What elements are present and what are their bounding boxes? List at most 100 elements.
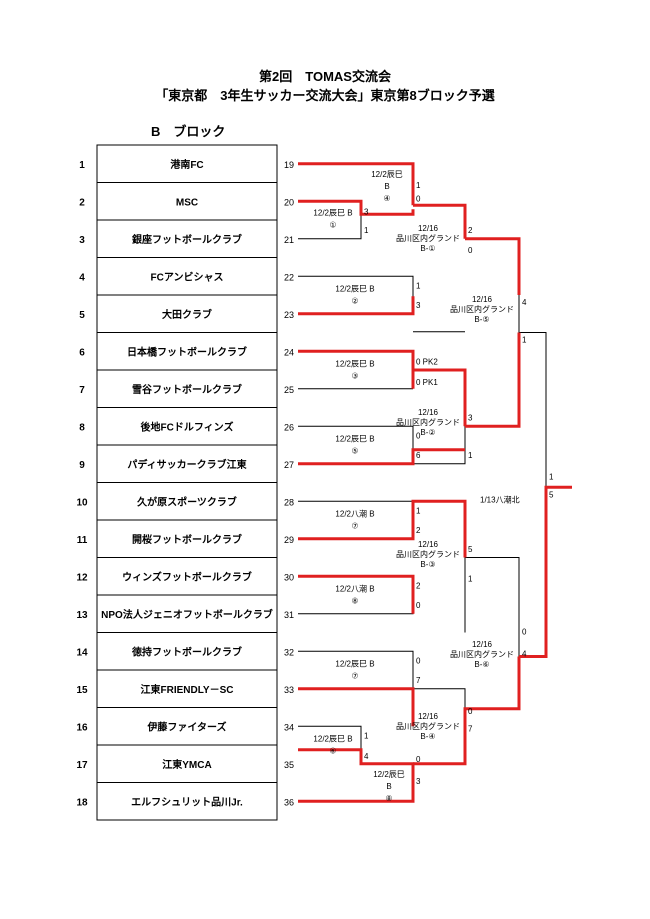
qf-4-code: B-④: [420, 732, 435, 741]
match-8b-court: B: [386, 782, 391, 791]
team-name: 大田クラブ: [162, 308, 212, 321]
qf-4-venue: 品川区内グランド: [396, 721, 460, 731]
bracket-line: [298, 725, 362, 764]
sf-2-code: B-⑥: [474, 660, 489, 669]
team-seed: 1: [79, 160, 85, 171]
qf-3-code: B-③: [420, 560, 435, 569]
match-4-number: ④: [383, 194, 390, 203]
match-3-number: ③: [351, 371, 358, 380]
bracket-line: [519, 332, 547, 614]
bracket-line: [298, 500, 414, 539]
sf-1-code: B-⑤: [474, 315, 489, 324]
winner-line: [413, 656, 521, 766]
bracket-line: [298, 650, 414, 689]
team-name: エルフシュリット品川Jr.: [131, 796, 243, 808]
score: 4: [522, 298, 527, 307]
team-name: 後地FCドルフィンズ: [141, 420, 234, 433]
winner-line: [465, 237, 521, 295]
line-number: 24: [284, 347, 294, 357]
qf-2-code: B-②: [420, 428, 435, 437]
sf-2-date: 12/16: [472, 640, 493, 649]
sf-2-venue: 品川区内グランド: [450, 649, 514, 659]
line-number: 28: [284, 497, 294, 507]
qf-4-date: 12/16: [418, 712, 439, 721]
qf-2-venue: 品川区内グランド: [396, 417, 460, 427]
score: 1: [522, 336, 527, 345]
team-seed: 15: [76, 685, 88, 696]
team-seed: 8: [79, 422, 85, 433]
winner-line: [298, 296, 415, 316]
team-seed: 6: [79, 347, 85, 358]
team-seed: 16: [76, 722, 88, 733]
line-number: 20: [284, 197, 294, 207]
score: 1: [468, 574, 473, 583]
line-number: 34: [284, 722, 294, 732]
team-seed: 2: [79, 197, 85, 208]
team-name: FCアンビシャス: [151, 270, 224, 283]
winner-line: [298, 748, 415, 803]
line-number: 26: [284, 422, 294, 432]
score: 0 PK1: [416, 378, 438, 387]
score: 1: [364, 226, 369, 235]
match-2-number: ②: [351, 296, 358, 305]
team-seed: 10: [76, 497, 88, 508]
block-label: B ブロック: [151, 124, 226, 139]
score: 1: [549, 472, 554, 481]
bracket-line: [298, 425, 414, 464]
sf-1-venue: 品川区内グランド: [450, 304, 514, 314]
line-number: 30: [284, 572, 294, 582]
qf-1-code: B-①: [420, 244, 435, 253]
team-seed: 11: [77, 535, 88, 546]
score: 7: [416, 676, 421, 685]
score: 0: [416, 755, 421, 764]
score: 5: [468, 545, 473, 554]
line-number: 36: [284, 797, 294, 807]
winner-line: [298, 574, 415, 614]
score: 2: [468, 226, 473, 235]
match-6-number: ⑥: [329, 746, 336, 755]
winner-line: [298, 199, 415, 216]
line-number: 27: [284, 460, 294, 470]
winner-line: [298, 687, 415, 727]
match-4-date: 12/2辰巳: [371, 170, 403, 179]
score: 0: [416, 601, 421, 610]
team-name: 銀座フットボールクラブ: [132, 233, 242, 246]
score: 0: [416, 431, 421, 440]
qf-1-venue: 品川区内グランド: [396, 233, 460, 243]
match-8a-number: ⑧: [351, 596, 358, 605]
score: 3: [468, 413, 473, 422]
qf-3-date: 12/16: [418, 540, 439, 549]
score: 4: [522, 650, 527, 659]
score: 3: [416, 777, 421, 786]
line-number: 19: [284, 160, 294, 170]
score: 2: [416, 526, 421, 535]
match-1-number: ①: [329, 220, 336, 229]
tournament-subtitle: 「東京都 3年生サッカー交流大会」東京第8ブロック予選: [155, 88, 495, 103]
score: 6: [416, 451, 421, 460]
qf-2-date: 12/16: [418, 408, 439, 417]
bracket-line: [298, 576, 414, 615]
team-seed: 17: [76, 760, 88, 771]
team-seed: 9: [79, 460, 85, 471]
team-seed: 18: [76, 797, 88, 808]
team-name: NPO法人ジェニオフットボールクラブ: [101, 608, 273, 621]
sf-1-date: 12/16: [472, 295, 493, 304]
score: 2: [416, 581, 421, 590]
score: 0: [468, 246, 473, 255]
match-4-court: B: [384, 182, 389, 191]
line-number: 22: [284, 272, 294, 282]
score: 0: [416, 194, 421, 203]
team-name: 江東YMCA: [162, 758, 211, 771]
score: 4: [364, 752, 369, 761]
score: 7: [468, 724, 473, 733]
match-8b-date: 12/2辰巳: [373, 770, 405, 779]
line-number: 33: [284, 685, 294, 695]
score: 1: [416, 506, 421, 515]
winner-line: [298, 448, 465, 466]
team-seed: 4: [79, 272, 85, 283]
winner-line: [298, 349, 415, 389]
score: 1: [468, 451, 473, 460]
winner-line: [465, 332, 521, 428]
line-number: 23: [284, 310, 294, 320]
team-seed: 3: [79, 235, 85, 246]
